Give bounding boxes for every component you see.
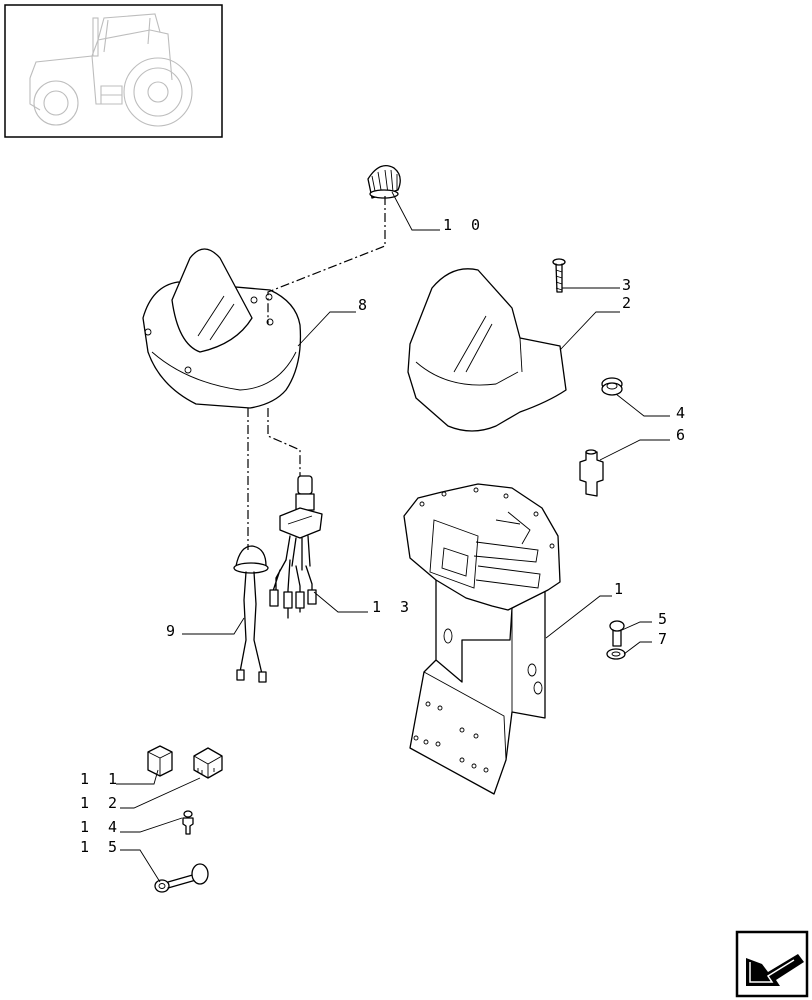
callout-2[interactable]: 2 bbox=[622, 294, 636, 312]
callout-8[interactable]: 8 bbox=[358, 296, 372, 314]
tractor-thumbnail[interactable] bbox=[4, 4, 223, 138]
callout-6[interactable]: 6 bbox=[676, 426, 690, 444]
callout-15[interactable]: 1 5 bbox=[80, 838, 122, 856]
part-9-lamp[interactable] bbox=[233, 545, 269, 683]
part-12-connector[interactable] bbox=[193, 747, 223, 779]
part-11-connector[interactable] bbox=[147, 745, 173, 777]
callout-1[interactable]: 1 bbox=[614, 580, 628, 598]
callout-9[interactable]: 9 bbox=[166, 622, 180, 640]
callout-5[interactable]: 5 bbox=[658, 610, 672, 628]
callout-12[interactable]: 1 2 bbox=[80, 794, 122, 812]
leader-lines bbox=[116, 191, 670, 883]
part-14-plug[interactable] bbox=[182, 810, 194, 835]
next-page-arrow-icon[interactable] bbox=[735, 930, 809, 998]
part-6-spacer[interactable] bbox=[579, 449, 604, 497]
part-10-knob[interactable] bbox=[367, 165, 401, 199]
callout-10[interactable]: 1 0 bbox=[443, 216, 485, 234]
callout-11[interactable]: 1 1 bbox=[80, 770, 122, 788]
callout-14[interactable]: 1 4 bbox=[80, 818, 122, 836]
part-1-bracket[interactable] bbox=[403, 483, 561, 795]
part-2-cover[interactable] bbox=[407, 268, 567, 432]
callout-4[interactable]: 4 bbox=[676, 404, 690, 422]
callout-3[interactable]: 3 bbox=[622, 276, 636, 294]
part-7-washer[interactable] bbox=[606, 648, 626, 660]
assembly-lines bbox=[247, 196, 386, 550]
part-15-cap[interactable] bbox=[154, 863, 209, 893]
callout-labels: 1 0 3 2 8 4 6 1 5 7 1 3 9 1 1 1 2 1 4 1 … bbox=[80, 216, 690, 856]
part-13-switch-harness[interactable] bbox=[269, 475, 323, 619]
part-8-cover[interactable] bbox=[142, 248, 302, 409]
part-4-grommet[interactable] bbox=[601, 377, 623, 396]
callout-13[interactable]: 1 3 bbox=[372, 598, 414, 616]
part-5-bolt[interactable] bbox=[609, 620, 625, 647]
part-3-screw[interactable] bbox=[552, 258, 566, 293]
callout-7[interactable]: 7 bbox=[658, 630, 672, 648]
